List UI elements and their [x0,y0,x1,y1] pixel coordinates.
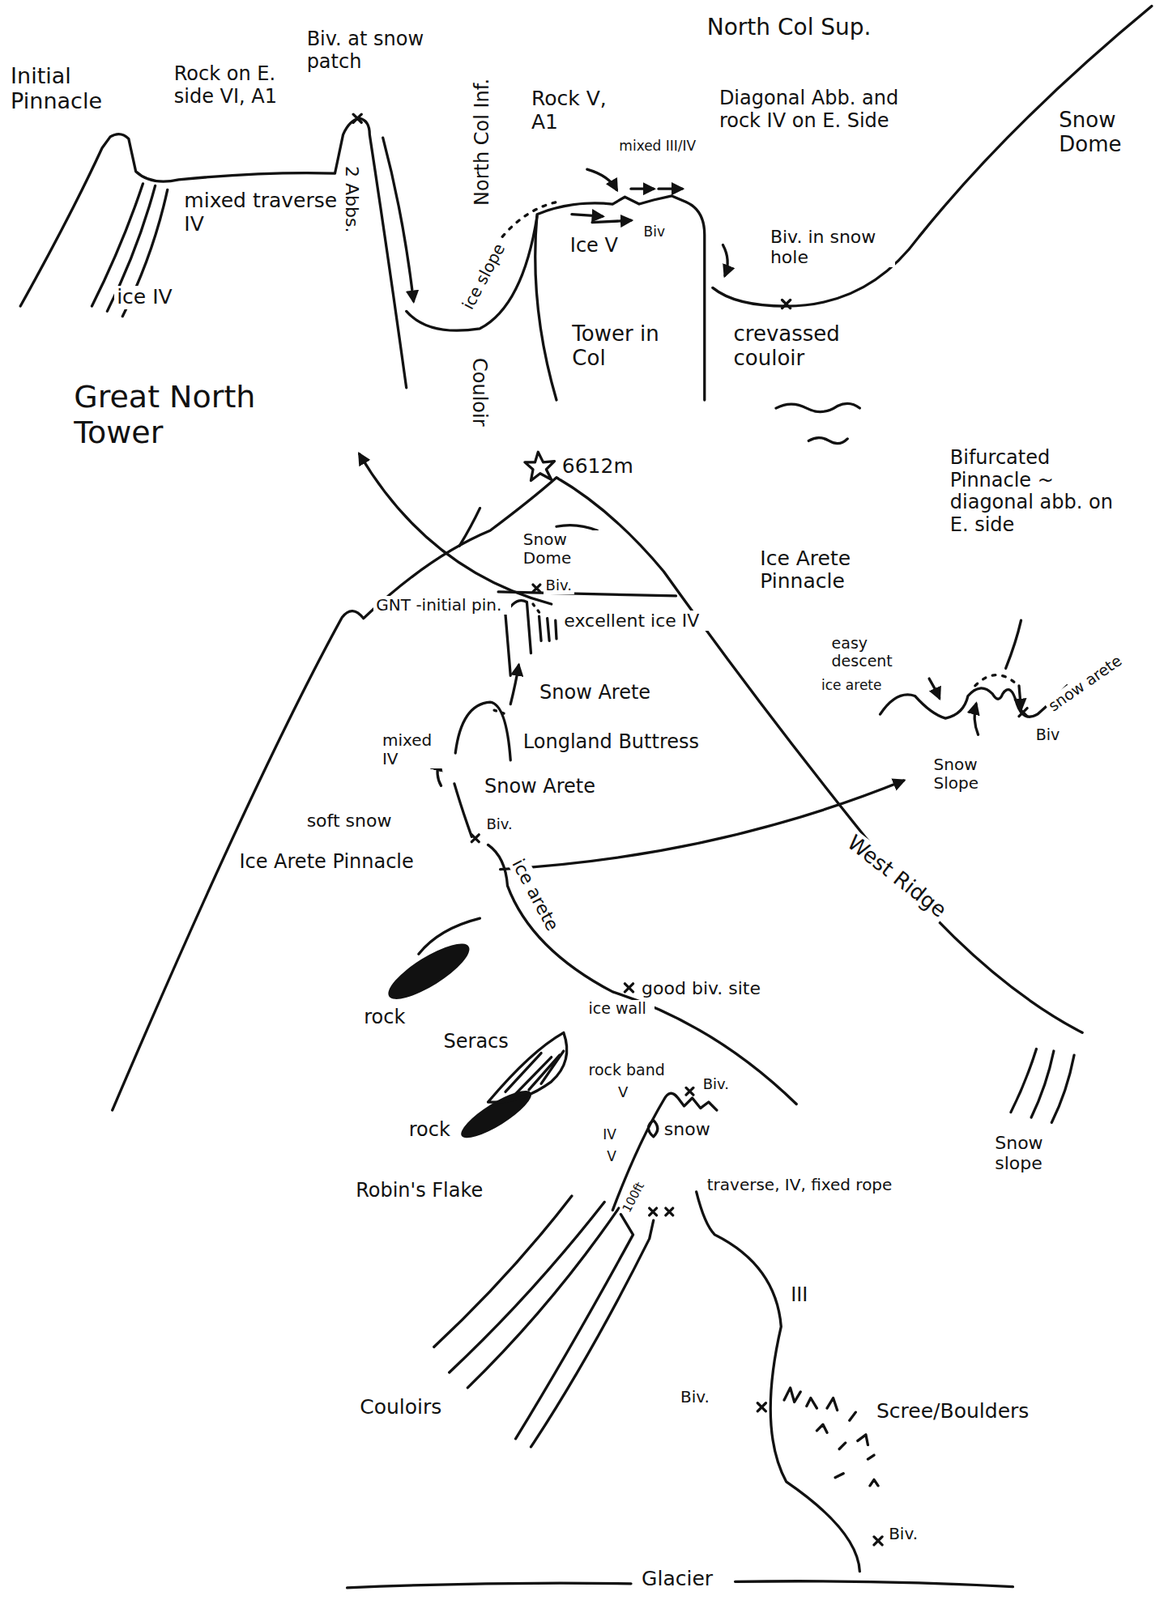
route-label: Longland Buttress [520,731,702,755]
route-label: Snow Slope [931,755,1028,794]
route-label: V [604,1149,619,1166]
route-label: Snow Arete [537,682,653,705]
route-label: ice arete [507,853,564,937]
route-label: ice slope [457,238,511,316]
route-label: GNT -initial pin. [373,596,512,615]
route-label: Robin's Flake [353,1180,486,1203]
route-label: 2 Abbs. [341,163,363,235]
route-label: Ice Arete Pinnacle [236,851,416,875]
route-label: rock [361,1006,408,1030]
route-arrow [658,187,683,190]
route-label: soft snow [304,810,395,832]
route-label: Bifurcated Pinnacle ~ diagonal abb. on E… [947,447,1137,537]
route-label: IV [600,1127,619,1144]
biv-mark [353,114,1028,1546]
rock-blob [381,934,477,1009]
route-arrow [631,187,654,190]
route-label: Snow Dome [1056,108,1159,158]
route-label: ice arete [818,677,887,695]
route-label: Snow slope [992,1133,1095,1175]
route-label: mixed IV [379,731,452,769]
serac-hatch [505,1051,564,1095]
ridge-line [696,1192,861,1573]
route-label: Great North Tower [71,379,316,451]
ridge-line [406,216,538,331]
ice-streak [539,616,557,641]
route-label: North Col Sup. [704,14,875,41]
route-label: Biv. at snow patch [304,28,438,73]
route-label: Snow Dome [520,530,608,568]
dotted-route [494,710,507,715]
route-arrow [929,678,940,699]
route-label: traverse, IV, fixed rope [704,1176,899,1195]
route-label: Biv [1033,726,1063,745]
couloir-line [434,1196,619,1389]
route-label: Tower in Col [569,322,687,371]
route-label: Snow Arete [481,776,598,799]
route-arrow [359,454,552,605]
buttress [455,702,511,761]
route-label: Seracs [441,1031,512,1054]
route-label: Initial Pinnacle [8,63,136,114]
route-label: West Ridge [840,829,954,925]
route-label: easy descent [829,635,932,671]
route-arrow [587,169,618,190]
route-label: V [615,1084,631,1102]
route-label: Biv. [483,816,515,834]
route-label: ice wall [586,1000,655,1019]
route-label: Couloir [467,355,491,430]
route-label: excellent ice IV [561,610,709,632]
abseil-arrow [383,137,414,302]
couloir-line [515,1215,654,1448]
route-label: mixed traverse IV [181,189,355,237]
route-label: Biv. in snow hole [767,226,896,269]
route-label: Rock V, A1 [528,87,632,135]
route-label: 6612m [559,455,636,479]
snow-streak [1010,1048,1075,1123]
route-label: mixed III/IV [616,138,704,155]
route-label: III [788,1284,811,1308]
route-arrow [1019,686,1022,710]
crevasse [776,403,860,444]
route-label: rock band [586,1061,668,1080]
route-label: North Col Inf. [471,76,495,209]
route-arrow [510,665,519,705]
route-label: Biv. [886,1525,921,1544]
route-arrow [571,214,603,218]
route-label: Couloirs [357,1396,444,1420]
route-label: snow [661,1119,713,1140]
route-label: good biv. site [639,978,772,999]
route-label: Ice Arete Pinnacle [757,547,916,595]
route-label: Biv. [677,1388,713,1408]
route-arrow [722,244,728,276]
ridge-line [112,477,1083,1111]
ridge-line [20,118,406,388]
dotted-route [532,604,540,613]
summit-star [524,451,555,481]
route-label: Biv [641,224,668,241]
route-label: rock [406,1119,453,1143]
route-label: Ice V [567,234,629,258]
route-label: ice IV [114,285,175,310]
dotted-route [502,202,557,238]
route-label: crevassed couloir [731,322,900,371]
route-label: Rock on E. side VI, A1 [171,63,315,108]
route-arrow [592,220,632,223]
route-arrow [974,704,979,736]
leader-line [1006,620,1022,669]
route-label: 100ft [618,1178,649,1218]
route-label: Biv. [543,577,575,595]
scree [784,1388,879,1487]
tower-outline [535,196,705,401]
route-label: snow arete [1043,651,1127,718]
route-label: Scree/Boulders [874,1400,1032,1425]
route-label: Diagonal Abb. and rock IV on E. Side [716,87,947,133]
snow-patch [648,1121,657,1138]
dotted-route [975,675,1016,687]
route-label: Biv. [700,1076,732,1094]
route-label: Glacier [639,1568,716,1592]
